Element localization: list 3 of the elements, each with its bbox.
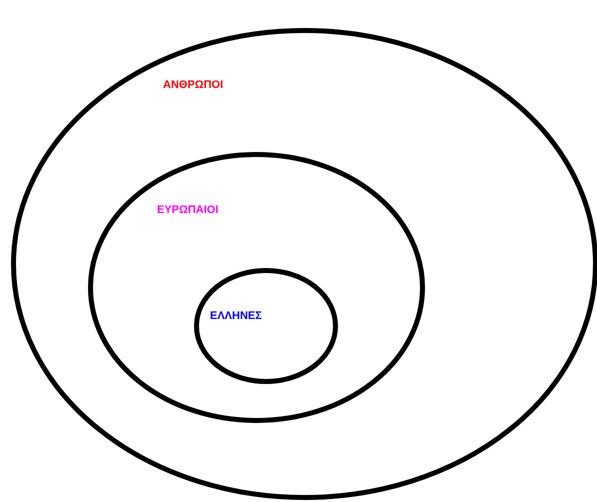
set-label: ΑΝΘΡΩΠΟΙ xyxy=(163,79,224,91)
set-label: ΕΛΛΗΝΕΣ xyxy=(210,310,262,322)
set-label: ΕΥΡΩΠΑΙΟΙ xyxy=(157,204,218,216)
